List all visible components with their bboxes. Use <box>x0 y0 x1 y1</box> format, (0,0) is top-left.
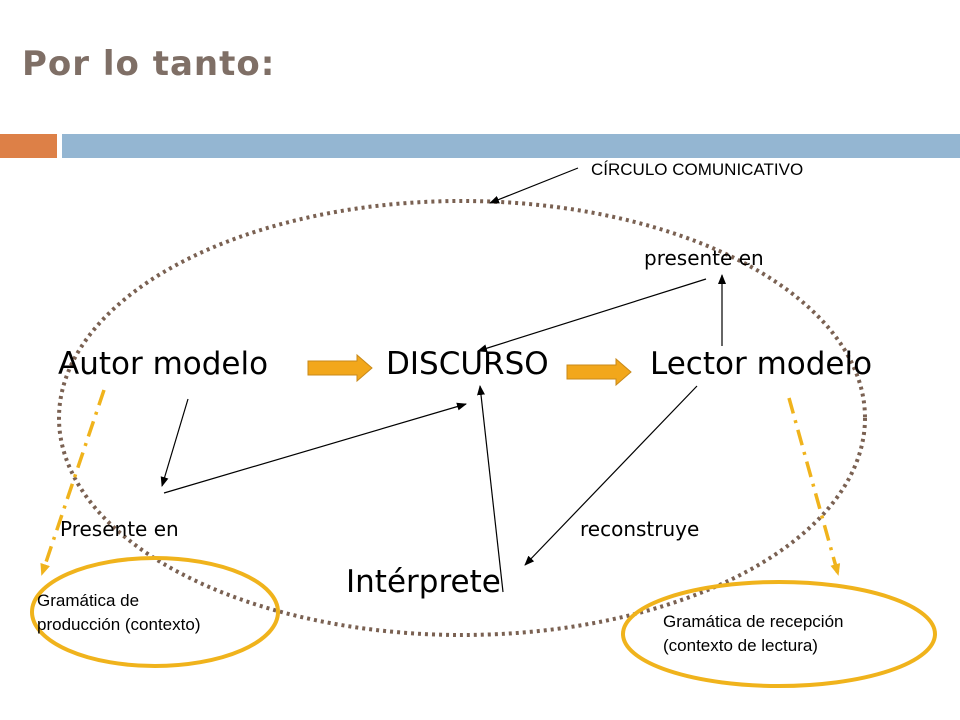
callout-ellipse-recepcion <box>621 580 937 688</box>
block-arrow-autor-discurso <box>307 353 373 383</box>
slide-title: Por lo tanto: <box>22 44 276 84</box>
callout-produccion-line2: producción (contexto) <box>37 615 201 634</box>
arrow-autor-to-presente <box>160 398 189 487</box>
arrow-presente-to-discurso <box>477 278 707 353</box>
circle-label-arrow <box>489 167 579 204</box>
circle-label: CÍRCULO COMUNICATIVO <box>591 160 804 179</box>
node-lector-modelo: Lector modelo <box>650 346 873 382</box>
callout-produccion-line1: Gramática de <box>37 591 140 610</box>
edge-label-presente-en-top: presente en <box>644 246 764 270</box>
callout-recepcion-line1: Gramática de recepción <box>663 612 844 631</box>
node-autor-modelo: Autor modelo <box>58 346 269 382</box>
dashdot-arrow-left <box>40 389 106 576</box>
arrow-presente-to-discurso-left <box>163 402 467 494</box>
arrow-interprete-to-discurso <box>477 385 504 593</box>
dashdot-arrow-right <box>787 397 841 576</box>
communicative-circle <box>57 199 867 637</box>
callout-ellipse-produccion <box>30 556 280 668</box>
accent-bar-blue <box>62 134 960 158</box>
callout-produccion: Gramática de producción (contexto) <box>37 589 277 637</box>
callout-recepcion: Gramática de recepción (contexto de lect… <box>663 610 923 658</box>
node-interprete: Intérprete <box>346 564 501 600</box>
accent-bar-orange <box>0 134 57 158</box>
edge-label-presente-en-left: Presente en <box>60 517 179 541</box>
callout-recepcion-line2: (contexto de lectura) <box>663 636 818 655</box>
block-arrow-discurso-lector <box>566 357 632 387</box>
node-discurso: DISCURSO <box>386 346 549 382</box>
edge-label-reconstruye: reconstruye <box>580 517 700 541</box>
arrow-lector-to-interprete <box>524 385 698 566</box>
